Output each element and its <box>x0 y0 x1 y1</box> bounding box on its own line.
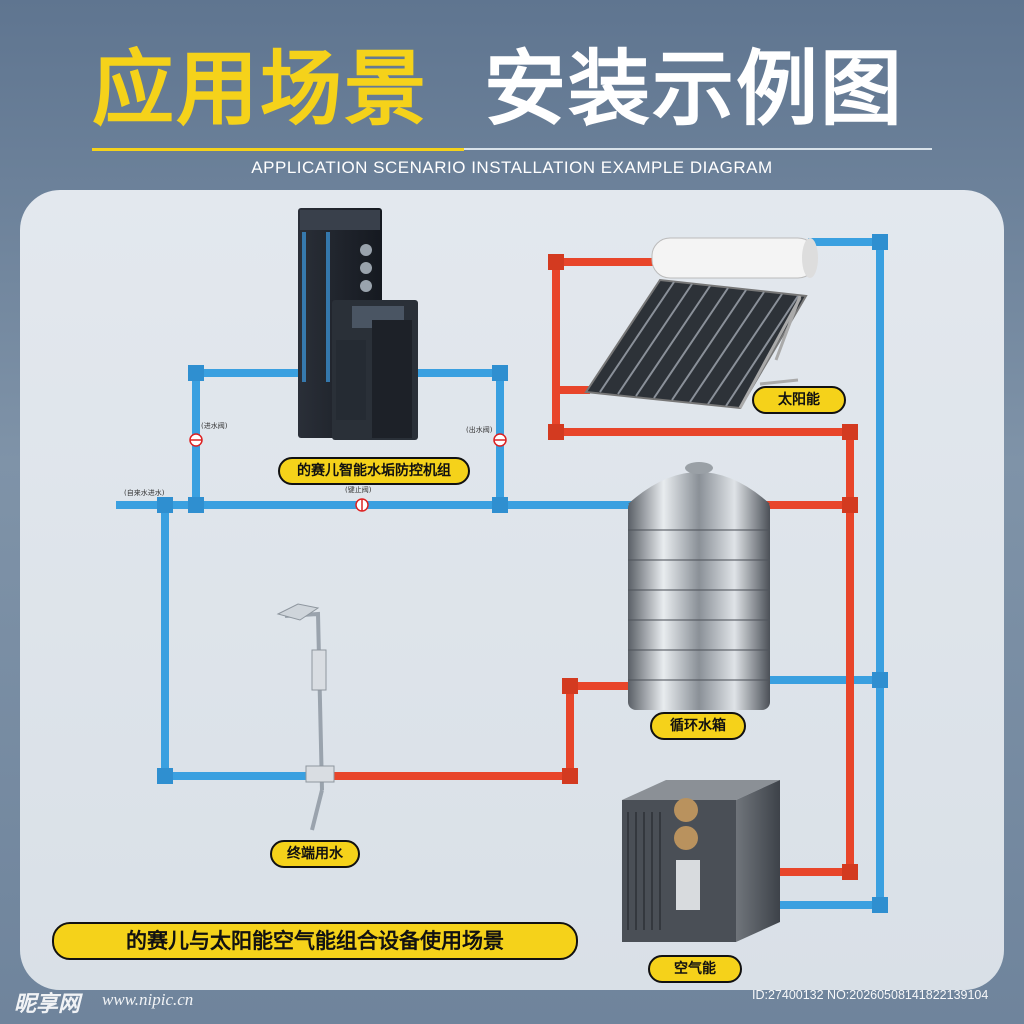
scene-caption: 的赛儿与太阳能空气能组合设备使用场景 <box>52 922 578 960</box>
label-heat-pump: 空气能 <box>648 955 742 983</box>
watermark-id: ID:27400132 NO:20260508141822139104 <box>752 988 989 1002</box>
diagram-panel <box>20 190 1004 990</box>
title-underline-white <box>464 148 932 150</box>
label-terminal: 终端用水 <box>270 840 360 868</box>
watermark-url: www.nipic.cn <box>102 990 194 1009</box>
title-main: 安装示例图 <box>484 42 905 137</box>
label-scale-control-unit: 的赛儿智能水垢防控机组 <box>278 457 470 485</box>
pipe-fittings <box>157 234 888 913</box>
valve-label-outlet: (出水阀) <box>466 426 493 434</box>
title-bar: 应用场景 安装示例图 <box>0 40 1024 140</box>
subtitle: APPLICATION SCENARIO INSTALLATION EXAMPL… <box>251 158 773 177</box>
title-highlight: 应用场景 <box>92 42 429 137</box>
label-tank: 循环水箱 <box>650 712 746 740</box>
watermark-logo: 昵享网 <box>14 992 81 1017</box>
label-solar: 太阳能 <box>752 386 846 414</box>
title-underline-yellow <box>92 148 464 151</box>
valve-label-bypass: (键止阀) <box>345 486 372 494</box>
circulation-tank <box>628 462 770 710</box>
scale-control-unit <box>298 208 418 440</box>
valve-label-inlet: (进水阀) <box>201 422 228 430</box>
solar-water-heater <box>584 237 818 410</box>
valves <box>189 433 507 512</box>
air-source-heat-pump <box>622 780 780 942</box>
shower-fixture <box>276 603 335 831</box>
valve-label-tap-inlet: (自来水进水) <box>124 489 165 497</box>
